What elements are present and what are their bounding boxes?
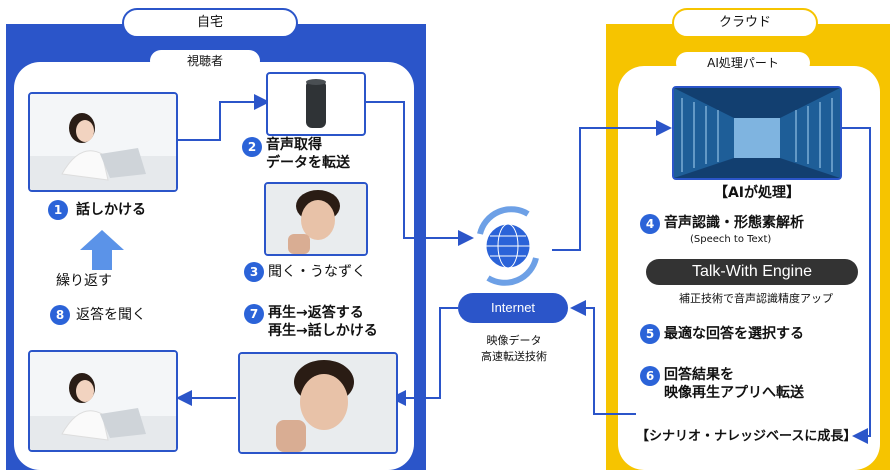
internet-globe-icon [477, 206, 539, 286]
line-cloud-to-internet [570, 300, 636, 415]
engine-caption: 補正技術で音声認識精度アップ [679, 292, 833, 305]
step-3-number: 3 [244, 262, 264, 282]
step-2-label-line2: データを転送 [266, 155, 350, 171]
talk-with-engine-badge: Talk-With Engine [646, 259, 858, 285]
smart-speaker-photo [266, 72, 366, 136]
woman-listening-photo [28, 350, 178, 452]
step-8-number: 8 [50, 305, 70, 325]
step-6-label-line2: 映像再生アプリへ転送 [664, 385, 804, 401]
server-room-photo [672, 86, 842, 180]
woman-talking-photo [28, 92, 178, 192]
line-server-to-footer [840, 127, 871, 444]
step-6-number: 6 [640, 366, 660, 386]
repeat-arrow-icon [80, 230, 124, 270]
man-replying-photo [238, 352, 398, 454]
step-1-number: 1 [48, 200, 68, 220]
knowledge-base-footer: 【シナリオ・ナレッジベースに成長】 [636, 429, 857, 444]
cloud-title: クラウド [672, 8, 818, 38]
step-1-label: 話しかける [76, 202, 146, 218]
home-title: 自宅 [122, 8, 298, 38]
line-internet-to-man [390, 307, 458, 406]
step-7-label-line2: 再生→話しかける [268, 323, 378, 339]
line-globe-to-server [552, 120, 672, 251]
step-6-label-line1: 回答結果を [664, 367, 734, 383]
video-data-caption-line2: 高速転送技術 [481, 350, 547, 363]
viewer-label: 視聴者 [150, 50, 260, 72]
step-8-label: 返答を聞く [76, 307, 146, 323]
internet-label: Internet [458, 293, 568, 323]
line-speaker-to-globe [366, 101, 474, 246]
repeat-label: 繰り返す [56, 273, 112, 289]
step-5-number: 5 [640, 324, 660, 344]
ai-part-label: AI処理パート [676, 52, 810, 74]
step-4-sublabel: (Speech to Text) [690, 234, 772, 245]
step-2-number: 2 [242, 137, 262, 157]
step-3-label: 聞く・うなずく [268, 264, 366, 280]
step-2-label-line1: 音声取得 [266, 137, 322, 153]
video-data-caption-line1: 映像データ [486, 334, 542, 347]
step-5-label: 最適な回答を選択する [664, 326, 804, 342]
step-7-label-line1: 再生→返答する [268, 305, 364, 321]
step-4-number: 4 [640, 214, 660, 234]
ai-processing-label: 【AIが処理】 [713, 185, 801, 201]
line-woman-to-speaker [178, 94, 270, 141]
step-7-number: 7 [244, 304, 264, 324]
step-4-label: 音声認識・形態素解析 [664, 215, 804, 231]
man-listening-photo [264, 182, 368, 256]
